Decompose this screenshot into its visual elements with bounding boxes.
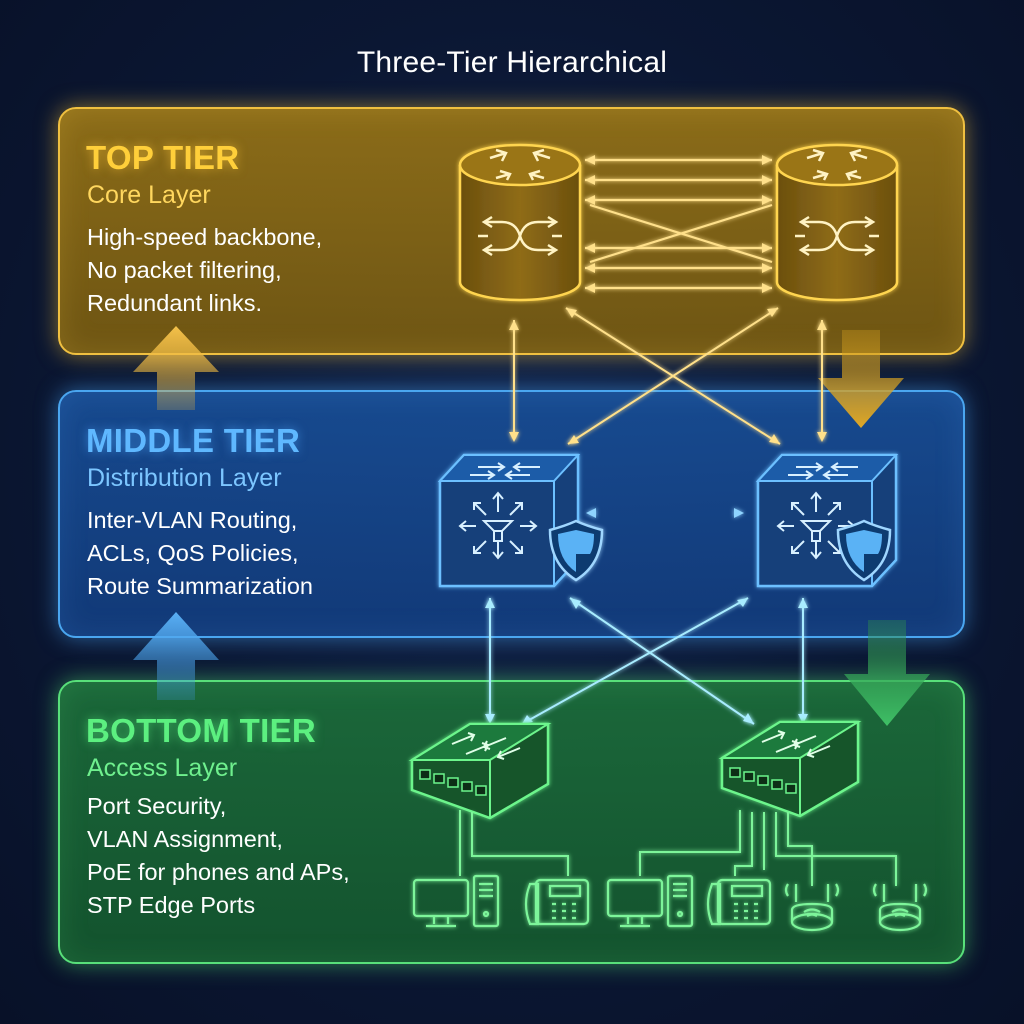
tier-bottom-line: VLAN Assignment, xyxy=(87,826,283,852)
core-router-icon xyxy=(458,143,582,302)
core-router-icon xyxy=(775,143,899,302)
tier-top-line: High-speed backbone, xyxy=(87,224,323,250)
tier-bottom-description: Port Security, VLAN Assignment, PoE for … xyxy=(87,790,350,922)
tier-top-line: Redundant links. xyxy=(87,290,263,316)
tier-middle-layer: Distribution Layer xyxy=(87,464,282,492)
core-distribution-links xyxy=(513,307,823,445)
tier-middle-line: Route Summarization xyxy=(87,573,313,599)
tier-top-description: High-speed backbone, No packet filtering… xyxy=(87,221,322,320)
tier-middle-line: ACLs, QoS Policies, xyxy=(87,540,299,566)
tier-top-layer: Core Layer xyxy=(87,181,211,209)
ip-phone-icon xyxy=(524,878,590,926)
flow-arrow-up-gold xyxy=(133,326,219,410)
tier-bottom-line: PoE for phones and APs, xyxy=(87,859,350,885)
ip-phone-icon xyxy=(706,878,772,926)
access-switch-icon xyxy=(718,720,862,818)
tier-bottom-name: BOTTOM TIER xyxy=(86,712,317,749)
tier-bottom-line: STP Edge Ports xyxy=(87,892,256,918)
desktop-computer-icon xyxy=(412,874,500,928)
tier-middle-line: Inter-VLAN Routing, xyxy=(87,507,298,533)
tier-top-name: TOP TIER xyxy=(86,139,240,176)
access-cables xyxy=(459,810,897,886)
multilayer-switch-icon xyxy=(437,453,604,588)
tier-middle-name: MIDDLE TIER xyxy=(86,422,301,459)
tier-middle-description: Inter-VLAN Routing, ACLs, QoS Policies, … xyxy=(87,504,313,603)
wireless-access-point-icon xyxy=(784,883,840,932)
flow-arrow-down-gold xyxy=(818,330,904,428)
core-interconnect-links xyxy=(585,158,773,290)
tier-bottom-layer: Access Layer xyxy=(87,754,238,782)
desktop-computer-icon xyxy=(606,874,694,928)
multilayer-switch-icon xyxy=(755,453,899,588)
wireless-access-point-icon xyxy=(872,883,928,932)
access-switch-icon xyxy=(408,722,552,820)
flow-arrow-up-blue xyxy=(133,612,219,700)
flow-arrow-down-green xyxy=(844,620,930,726)
tier-bottom-line: Port Security, xyxy=(87,793,227,819)
page-title: Three-Tier Hierarchical xyxy=(356,46,668,79)
tier-top-line: No packet filtering, xyxy=(87,257,282,283)
distribution-access-links xyxy=(489,597,804,725)
